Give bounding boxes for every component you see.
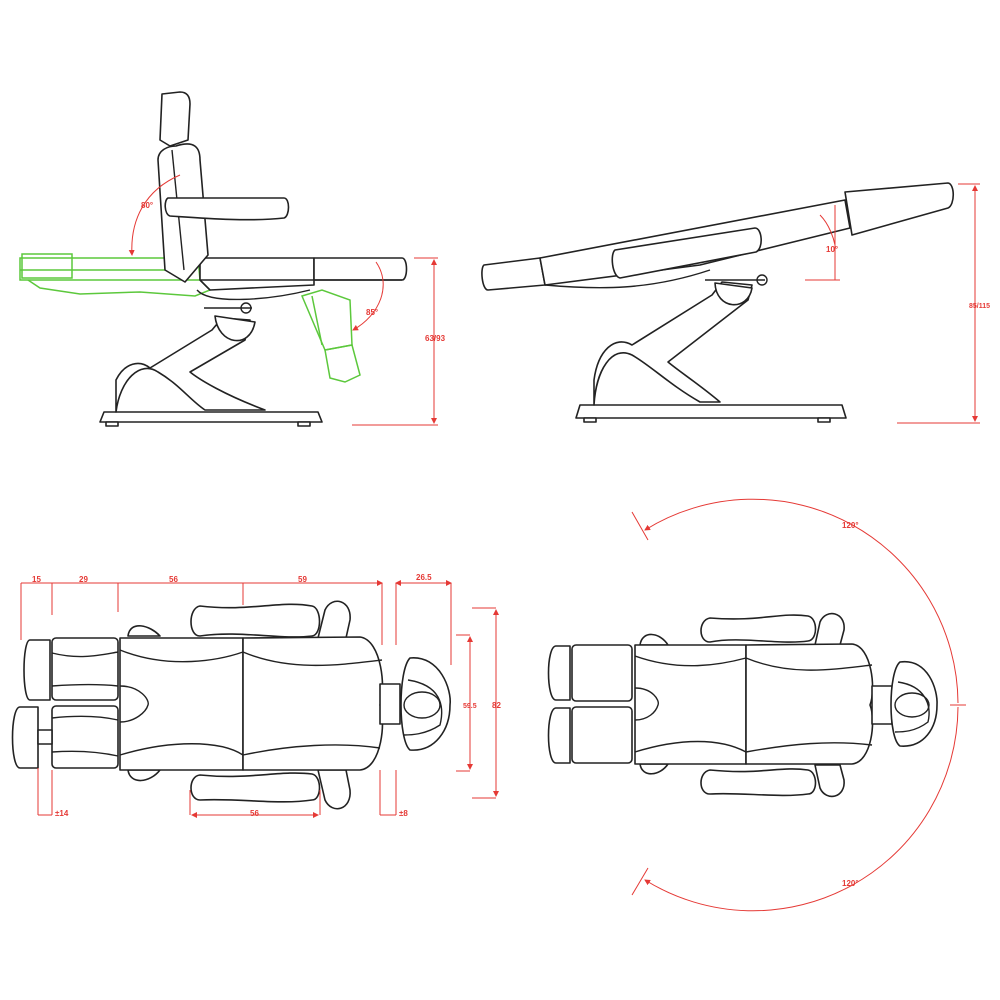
legrest-lowered-position [300, 289, 361, 383]
dim-leg-section: 29 [79, 575, 88, 584]
armrest-bottom [190, 772, 321, 803]
dim-inner-width: 59.5 [463, 703, 477, 710]
dim-headrest: 26.5 [416, 573, 432, 582]
tilt-angle-label: 10° [826, 245, 838, 254]
footrest-cushion [313, 257, 408, 281]
armrest [611, 227, 762, 279]
foot-pad-left [23, 639, 51, 701]
top-view-dimensioned: 15 29 56 59 26.5 59.5 82 ±14 56 ±8 [11, 573, 501, 818]
armrest-top [190, 603, 321, 638]
lift-arm [593, 281, 753, 406]
headrest [159, 91, 191, 147]
backrest-angle-label: 80° [141, 201, 153, 210]
dim-back-section: 59 [298, 575, 307, 584]
seat-cushion [199, 257, 315, 291]
dim-headrest-adjust: ±8 [399, 809, 408, 818]
leg-section-left [51, 637, 119, 701]
side-view-upright: 80° 85° 63/93 [19, 91, 446, 427]
top-view-rotation: 120° 120° [547, 498, 966, 912]
base-plate [99, 411, 323, 423]
reclined-backrest [481, 257, 546, 291]
seat-height-label: 63/93 [425, 334, 446, 343]
dim-total-width: 82 [492, 701, 501, 710]
reclined-height-label: 85/115 [969, 303, 990, 310]
legrest-angle-label: 85° [366, 308, 378, 317]
reclined-footrest [844, 182, 955, 236]
armrest [164, 197, 290, 221]
dim-leg-end: 15 [32, 575, 41, 584]
base-plate [575, 404, 847, 419]
foot-pad-right [11, 706, 39, 769]
dim-seat-section: 56 [169, 575, 178, 584]
lift-arm [115, 317, 266, 413]
rotation-angle-bottom: 120° [842, 879, 859, 888]
back-section [242, 636, 384, 771]
headrest-top [400, 657, 451, 751]
rotation-angle-top: 120° [842, 521, 859, 530]
side-view-reclined: 10° 85/115 [481, 182, 990, 424]
leg-section-right [51, 705, 119, 769]
dim-leg-adjust: ±14 [55, 809, 69, 818]
dim-armrest-length: 56 [250, 809, 259, 818]
